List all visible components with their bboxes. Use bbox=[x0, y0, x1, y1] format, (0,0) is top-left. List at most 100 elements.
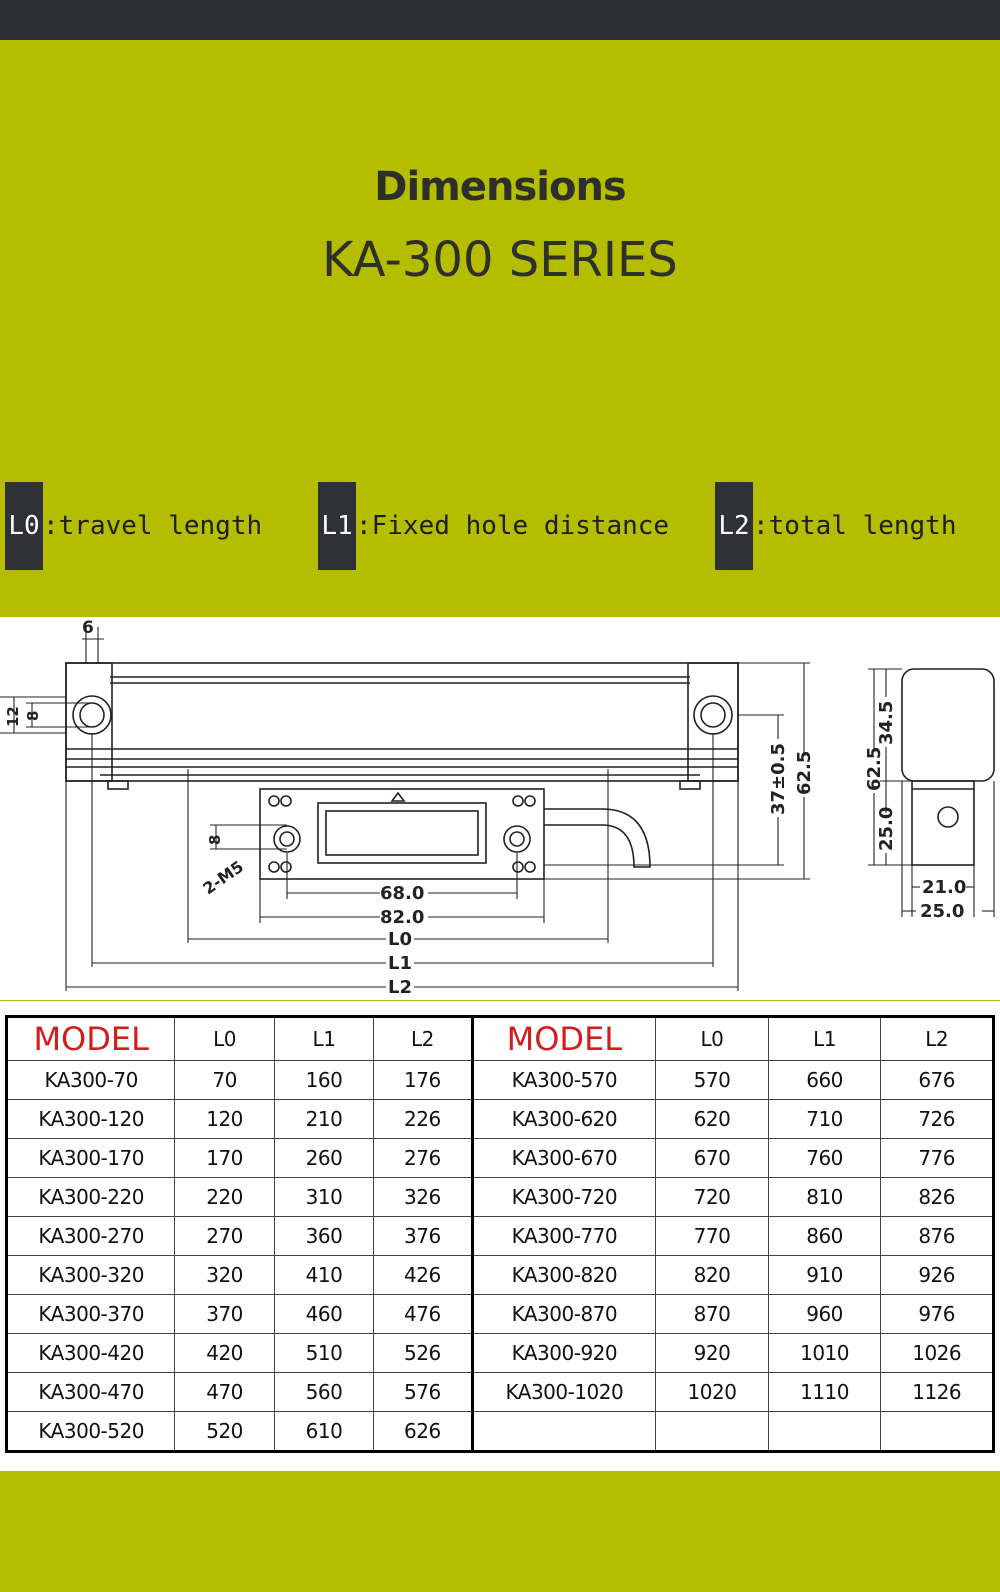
table-cell: KA300-1020 bbox=[471, 1372, 657, 1412]
page-title: Dimensions bbox=[374, 164, 626, 210]
table-cell: 510 bbox=[273, 1333, 375, 1373]
table-cell: 526 bbox=[373, 1333, 474, 1373]
dim-l1-label: L1 bbox=[388, 953, 412, 974]
table-cell: 320 bbox=[174, 1255, 275, 1295]
side-profile-bottom bbox=[911, 780, 975, 866]
table-cell: 160 bbox=[273, 1060, 375, 1100]
side-34-5-label: 34.5 bbox=[876, 701, 897, 745]
table-cell: 926 bbox=[880, 1255, 994, 1295]
table-cell: 476 bbox=[373, 1294, 474, 1334]
left-mount-hole bbox=[72, 695, 112, 735]
legend-desc: :Fixed hole distance bbox=[356, 511, 670, 541]
table-cell: KA300-570 bbox=[471, 1060, 657, 1100]
table-cell bbox=[880, 1411, 994, 1452]
side-62-5-label: 62.5 bbox=[864, 747, 885, 791]
table-cell: KA300-820 bbox=[471, 1255, 657, 1295]
table-cell: 70 bbox=[174, 1060, 275, 1100]
table-cell: 1026 bbox=[880, 1333, 994, 1373]
table-cell: 660 bbox=[767, 1060, 882, 1100]
side-25b-label: 25.0 bbox=[920, 901, 964, 922]
column-header: L2 bbox=[880, 1016, 994, 1061]
table-cell: 820 bbox=[655, 1255, 769, 1295]
dimension-drawing: 6 12 8 8 2-M5 68.0 82.0 L0 L1 L2 37±0.5 … bbox=[0, 617, 1000, 1000]
top-bar bbox=[0, 0, 1000, 40]
dim-82-label: 82.0 bbox=[380, 907, 424, 928]
column-header: MODEL bbox=[5, 1016, 176, 1061]
table-cell: 420 bbox=[174, 1333, 275, 1373]
table-cell: 276 bbox=[373, 1138, 474, 1178]
bottom-band bbox=[0, 1471, 1000, 1592]
table-cell: KA300-520 bbox=[5, 1411, 176, 1452]
head-hole-left bbox=[273, 825, 301, 853]
column-header: MODEL bbox=[471, 1016, 657, 1061]
table-cell: 410 bbox=[273, 1255, 375, 1295]
table-cell: KA300-320 bbox=[5, 1255, 176, 1295]
table-cell: KA300-720 bbox=[471, 1177, 657, 1217]
legend-item-l0: L0 :travel length bbox=[5, 482, 262, 570]
table-cell: 910 bbox=[767, 1255, 882, 1295]
table-cell: 870 bbox=[655, 1294, 769, 1334]
reading-head bbox=[259, 788, 545, 880]
table-cell: 860 bbox=[767, 1216, 882, 1256]
dim-8-left-label: 8 bbox=[24, 711, 42, 721]
legend-key: L2 bbox=[715, 482, 753, 570]
table-cell: 1110 bbox=[767, 1372, 882, 1412]
column-header: L0 bbox=[655, 1016, 769, 1061]
table-cell: 610 bbox=[273, 1411, 375, 1452]
table-cell: 560 bbox=[273, 1372, 375, 1412]
table-cell: 626 bbox=[373, 1411, 474, 1452]
left-end-cap bbox=[65, 662, 113, 782]
table-cell: 326 bbox=[373, 1177, 474, 1217]
table-cell: KA300-170 bbox=[5, 1138, 176, 1178]
table-cell: KA300-420 bbox=[5, 1333, 176, 1373]
table-cell: KA300-70 bbox=[5, 1060, 176, 1100]
table-cell: 270 bbox=[174, 1216, 275, 1256]
side-profile-top bbox=[901, 668, 995, 782]
table-cell: KA300-120 bbox=[5, 1099, 176, 1139]
table-cell: 676 bbox=[880, 1060, 994, 1100]
dim-l0-label: L0 bbox=[388, 929, 412, 950]
legend-item-l2: L2 :total length bbox=[715, 482, 957, 570]
side-25-label: 25.0 bbox=[876, 807, 897, 851]
table-cell: 770 bbox=[655, 1216, 769, 1256]
table-cell: 120 bbox=[174, 1099, 275, 1139]
table-cell: KA300-470 bbox=[5, 1372, 176, 1412]
table-cell: 226 bbox=[373, 1099, 474, 1139]
series-subtitle: KA-300 SERIES bbox=[322, 232, 678, 288]
table-cell: 620 bbox=[655, 1099, 769, 1139]
legend-item-l1: L1 :Fixed hole distance bbox=[318, 482, 669, 570]
table-cell: 220 bbox=[174, 1177, 275, 1217]
legend-desc: :total length bbox=[753, 511, 957, 541]
scale-outline bbox=[65, 662, 739, 782]
table-cell: 810 bbox=[767, 1177, 882, 1217]
table-header-row: MODEL L0 L1 L2 MODEL L0 L1 L2 bbox=[5, 1016, 994, 1061]
dim-62-5-label: 62.5 bbox=[794, 751, 815, 795]
table-cell: 826 bbox=[880, 1177, 994, 1217]
cable bbox=[544, 808, 651, 868]
table-cell: 176 bbox=[373, 1060, 474, 1100]
legend-desc: :travel length bbox=[43, 511, 263, 541]
table-cell: 1020 bbox=[655, 1372, 769, 1412]
m5-thread-label: 2-M5 bbox=[199, 857, 247, 898]
table-cell: 920 bbox=[655, 1333, 769, 1373]
table-cell: KA300-920 bbox=[471, 1333, 657, 1373]
table-cell: 1010 bbox=[767, 1333, 882, 1373]
table-cell: 720 bbox=[655, 1177, 769, 1217]
table-cell: 710 bbox=[767, 1099, 882, 1139]
table-cell: 426 bbox=[373, 1255, 474, 1295]
table-cell: 576 bbox=[373, 1372, 474, 1412]
table-cell: 876 bbox=[880, 1216, 994, 1256]
table-cell: 726 bbox=[880, 1099, 994, 1139]
technical-drawing-svg: 6 12 8 8 2-M5 68.0 82.0 L0 L1 L2 37±0.5 … bbox=[0, 618, 995, 998]
table-cell: KA300-220 bbox=[5, 1177, 176, 1217]
dim-12-label: 12 bbox=[4, 706, 22, 727]
table-cell: KA300-620 bbox=[471, 1099, 657, 1139]
column-header: L0 bbox=[174, 1016, 275, 1061]
